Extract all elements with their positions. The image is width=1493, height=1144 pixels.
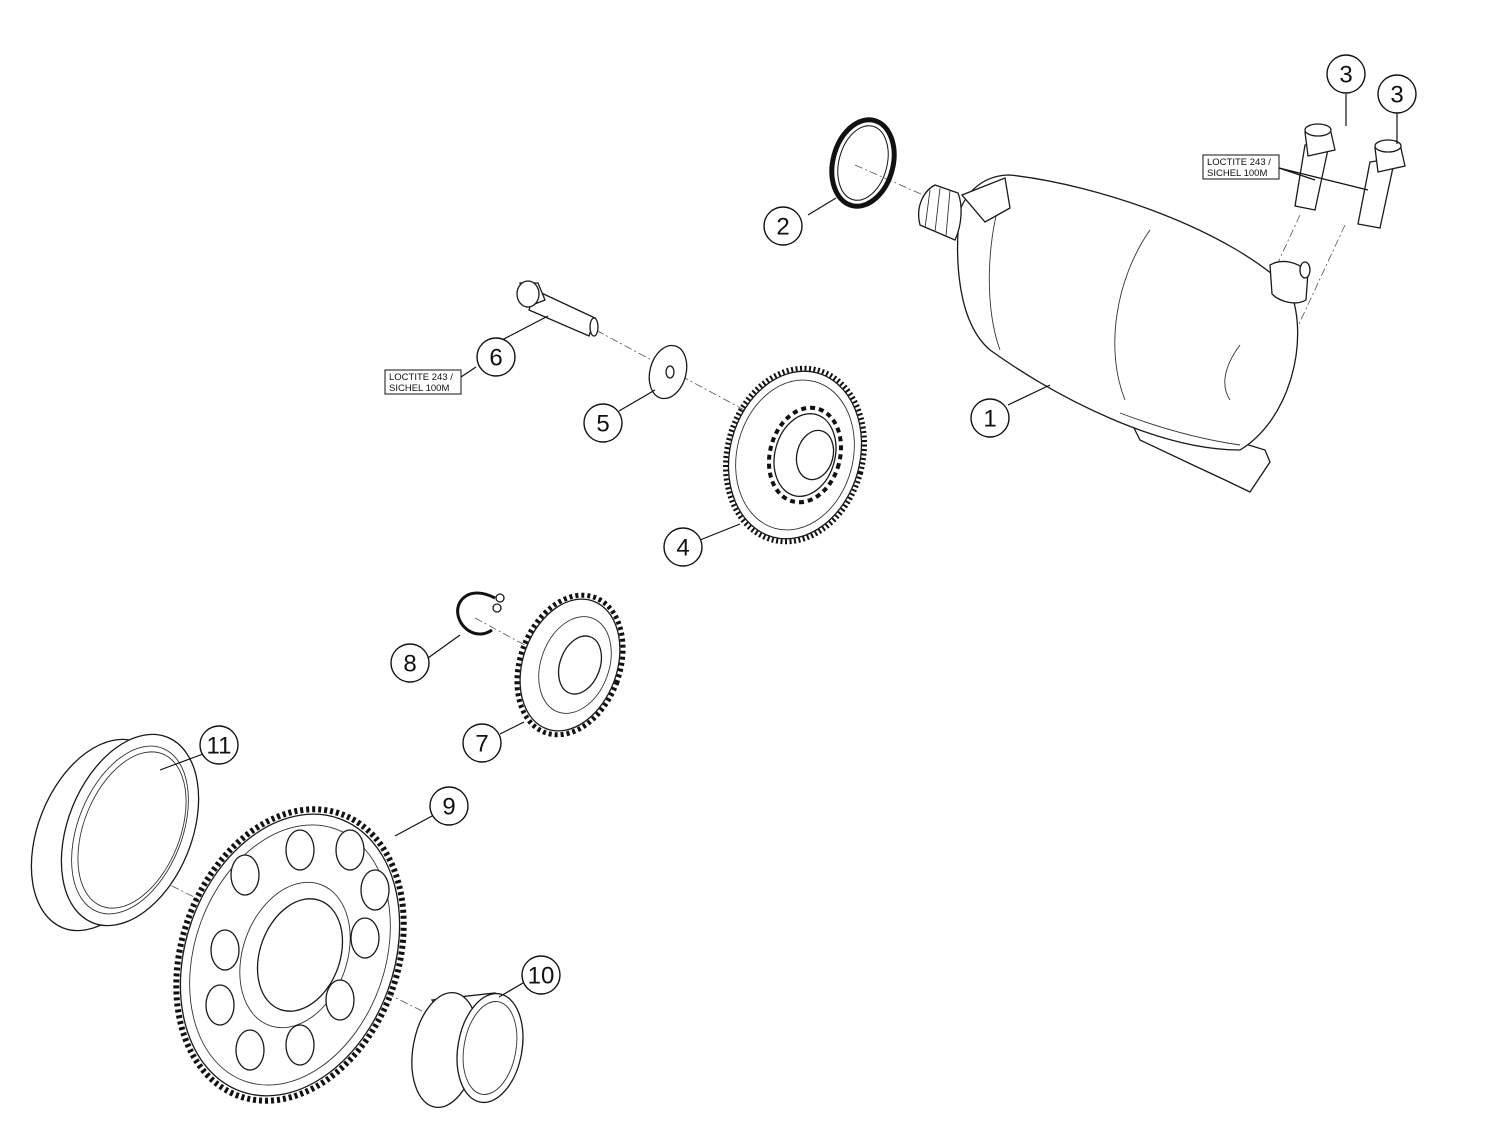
note-screws-line1: LOCTITE 243 /	[1207, 157, 1271, 168]
callout-washer: 5	[583, 403, 623, 443]
callout-11-label: 11	[207, 733, 232, 760]
callout-2-label: 2	[776, 214, 789, 241]
callout-starter-ring-gear: 9	[429, 786, 469, 826]
needle-bearing	[411, 991, 524, 1109]
leader-lines	[159, 94, 1398, 998]
freewheel	[30, 733, 200, 932]
note-bolt: LOCTITE 243 / SICHEL 100M	[384, 369, 462, 395]
callout-6-label: 6	[489, 345, 502, 372]
callout-idler-bolt: 6	[476, 337, 516, 377]
callout-1-label: 1	[983, 406, 996, 433]
note-screws-line2: SICHEL 100M	[1207, 168, 1267, 179]
idler-bolt	[516, 280, 599, 337]
callout-5-label: 5	[596, 411, 609, 438]
callout-circlip: 8	[390, 643, 430, 683]
callout-10-label: 10	[528, 963, 555, 990]
callout-4-label: 4	[676, 535, 689, 562]
circlip	[456, 591, 505, 636]
callout-screw-b: 3	[1377, 74, 1417, 114]
washer	[648, 344, 688, 400]
callout-freewheel: 11	[199, 725, 239, 765]
callout-9-label: 9	[442, 794, 455, 821]
idler-gear	[722, 365, 868, 545]
note-bolt-line2: SICHEL 100M	[389, 383, 449, 394]
callout-o-ring: 2	[763, 206, 803, 246]
starter-ring-gear	[173, 806, 407, 1104]
callout-7-label: 7	[475, 731, 488, 758]
note-bolt-line1: LOCTITE 243 /	[389, 372, 453, 383]
callout-needle-bearing: 10	[521, 955, 561, 995]
o-ring	[829, 117, 897, 209]
callout-3a-label: 3	[1339, 62, 1352, 89]
starter-motor	[918, 174, 1311, 493]
callout-starter-motor: 1	[970, 398, 1010, 438]
note-screws: LOCTITE 243 / SICHEL 100M	[1202, 154, 1280, 180]
callout-8-label: 8	[403, 651, 416, 678]
callout-3b-label: 3	[1390, 82, 1403, 109]
callout-intermediate-gear: 7	[462, 723, 502, 763]
screw-left	[1294, 123, 1336, 211]
intermediate-gear	[514, 592, 626, 738]
screws	[1294, 123, 1406, 229]
callout-idler-gear: 4	[663, 527, 703, 567]
screw-right	[1357, 139, 1406, 229]
callout-screw-a: 3	[1326, 54, 1366, 94]
callout-bubbles: 1 2 3 3 4 5 6 7	[199, 54, 1417, 995]
